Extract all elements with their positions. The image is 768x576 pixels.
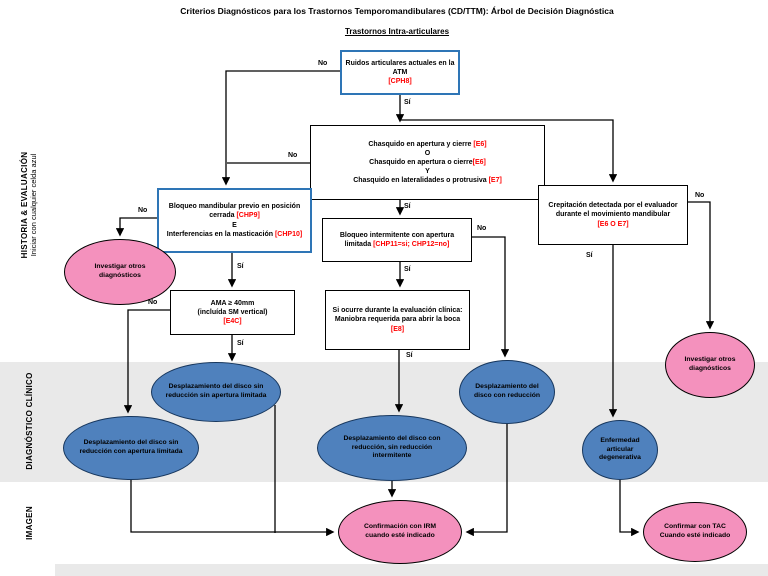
ellipse-enfermedad-degenerativa: Enfermedad articular degenerativa [582,420,658,480]
ellipse-despl-sin-reduccion-con-apertura: Desplazamiento del disco sin reducción c… [63,416,199,480]
box-bloqueo-mandibular: Bloqueo mandibular previo en posición ce… [157,188,312,253]
ellipse-despl-con-reduccion-sin-intermitente: Desplazamiento del disco con reducción, … [317,415,467,481]
ellipse-despl-con-reduccion: Desplazamiento del disco con reducción [459,360,555,424]
bottom-band [55,564,768,576]
page-title: Criterios Diagnósticos para los Trastorn… [180,6,614,16]
ellipse-investigar-izquierda: Investigar otros diagnósticos [64,239,176,305]
section-historia-evaluacion: HISTORIA & EVALUACIÓN Iniciar con cualqu… [11,100,47,310]
box-bloqueo-intermitente: Bloqueo intermitente con apertura limita… [322,218,472,262]
connector-ama-no [123,309,170,414]
label-si-bloqueo-mandibular: Sí [237,263,244,270]
ellipse-confirmacion-irm: Confirmación con IRM cuando esté indicad… [338,500,462,564]
box-si-ocurre: Si ocurre durante la evaluación clínica:… [325,290,470,350]
label-no-ruidos: No [318,60,328,67]
section-imagen: IMAGEN [23,493,35,553]
connector-ellipse-to-irm-d [465,424,508,537]
connector-ellipse-to-irm-b [130,480,335,537]
box-chasquido: Chasquido en apertura y cierre [E6] O Ch… [310,125,545,200]
ellipse-investigar-derecha: Investigar otros diagnósticos [665,332,755,398]
label-no-crepitacion: No [695,192,705,199]
label-no-intermitente: No [477,225,487,232]
connector-to-tac [619,480,640,537]
label-no-chasquido: No [288,152,298,159]
connector-bloqueo-no [115,217,157,237]
label-si-chasquido: Sí [404,203,411,210]
label-si-ama: Sí [237,340,244,347]
imagen-label: IMAGEN [24,506,34,540]
box-crepitacion: Crepitación detectada por el evaluador d… [538,185,688,245]
ellipse-confirmar-tac: Confirmar con TAC Cuando esté indicado [643,502,747,562]
label-si-intermitente: Sí [404,266,411,273]
label-no-ama: No [148,299,158,306]
ellipse-despl-sin-reduccion-sin-apertura: Desplazamiento del disco sin reducción s… [151,362,281,422]
box-ama: AMA ≥ 40mm (incluída SM vertical) [E4C] [170,290,295,335]
box-ruidos-articulares: Ruidos articulares actuales en la ATM [C… [340,50,460,95]
section-diagnostico-clinico: DIAGNÓSTICO CLÍNICO [22,351,36,491]
connector-intermitente-no [472,236,510,358]
connector-ruidos-no [221,70,340,186]
label-si-siocurre: Sí [406,352,413,359]
connector-to-crepitacion [400,119,618,183]
historia-label: HISTORIA & EVALUACIÓN [20,151,29,259]
diagnostico-label: DIAGNÓSTICO CLÍNICO [24,372,34,470]
label-si-crepitacion: Sí [586,252,593,259]
label-no-bloqueo-mandibular: No [138,207,148,214]
historia-sublabel: Iniciar con cualquier celda azul [29,153,38,257]
label-si-ruidos: Sí [404,99,411,106]
connector-crepitacion-no [688,201,715,330]
page-subtitle: Trastornos Intra-articulares [344,27,450,36]
